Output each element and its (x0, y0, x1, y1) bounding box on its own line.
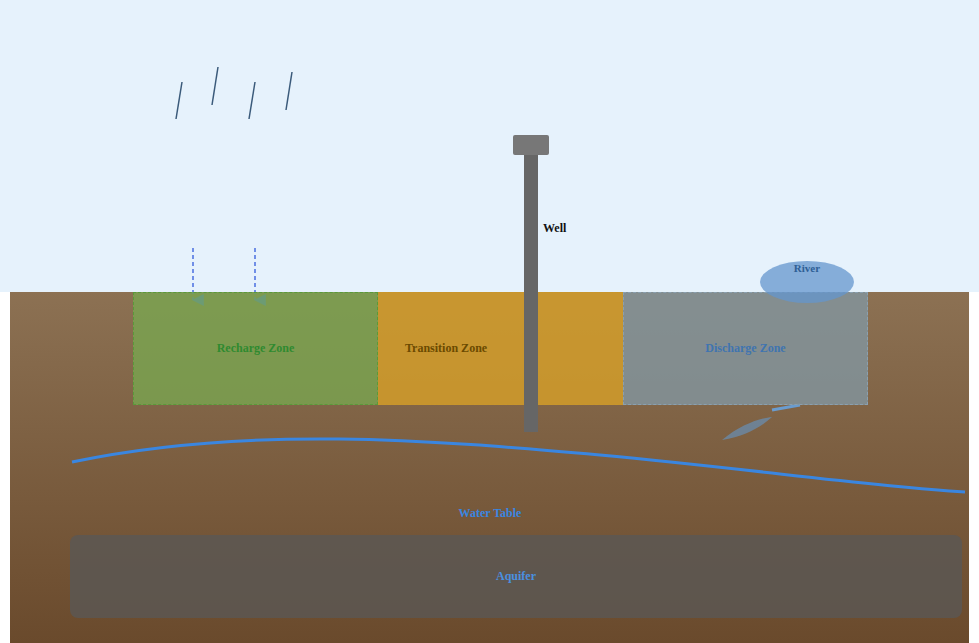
node-label: Aquifer (496, 569, 536, 584)
water-table-label: Water Table (459, 506, 522, 521)
node-label: Discharge Zone (705, 341, 785, 356)
zone-box: Recharge Zone (133, 292, 378, 405)
node-label: Recharge Zone (217, 341, 295, 356)
water-table-line (72, 439, 965, 492)
well-label: Well (543, 221, 566, 236)
sky (0, 0, 979, 292)
river-ellipse: River (759, 260, 855, 304)
well-pipe (524, 152, 538, 432)
well-cap (513, 135, 549, 155)
river-ellipse-shape (760, 261, 854, 303)
zone-box: Transition Zone (378, 292, 623, 405)
node-label: River (794, 262, 820, 274)
rain (176, 67, 292, 119)
zone-box: Discharge Zone (623, 292, 868, 405)
seepage-flow (772, 405, 800, 410)
aquifer-band: Aquifer (70, 535, 962, 618)
seepage (722, 417, 772, 440)
node-label: Transition Zone (405, 341, 487, 356)
soil (10, 292, 969, 643)
